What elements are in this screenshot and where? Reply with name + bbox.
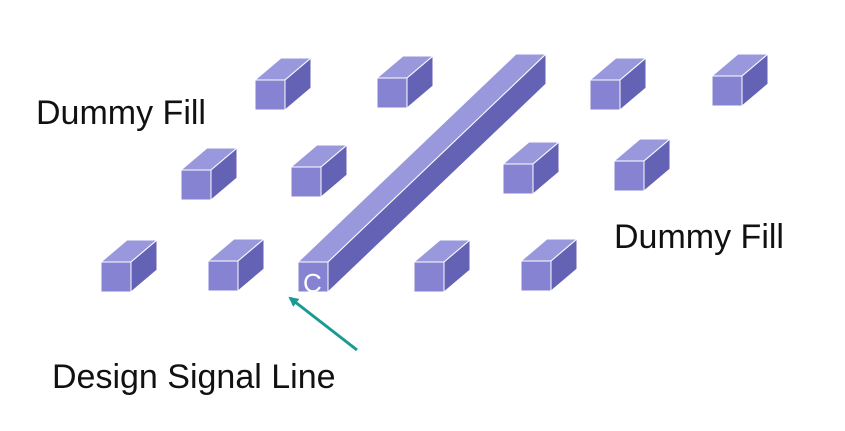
block-front-face xyxy=(502,163,534,195)
dummy-fill-block xyxy=(589,57,647,111)
dummy-fill-block xyxy=(254,57,312,111)
dummy-fill-block xyxy=(520,238,578,292)
dummy-fill-label-left: Dummy Fill xyxy=(36,94,206,132)
block-front-face xyxy=(290,166,322,198)
dummy-fill-block xyxy=(711,53,769,107)
block-front-face xyxy=(520,260,552,292)
block-front-face xyxy=(180,169,212,201)
dummy-fill-blocks xyxy=(100,53,769,293)
dummy-fill-block xyxy=(613,138,671,192)
block-front-face xyxy=(100,261,132,293)
block-front-face xyxy=(207,260,239,292)
dummy-fill-label-right: Dummy Fill xyxy=(614,218,784,256)
signal-line-arrow xyxy=(288,296,358,352)
dummy-fill-block xyxy=(207,238,265,292)
design-signal-line-label: Design Signal Line xyxy=(52,358,336,396)
design-signal-line xyxy=(297,53,547,293)
dummy-fill-block xyxy=(180,147,238,201)
block-front-face xyxy=(376,77,408,109)
block-front-face xyxy=(589,79,621,111)
dummy-fill-block xyxy=(502,141,560,195)
dummy-fill-block xyxy=(376,55,434,109)
dummy-fill-block xyxy=(100,239,158,293)
block-front-face xyxy=(711,75,743,107)
block-front-face xyxy=(413,261,445,293)
signal-line-front-face xyxy=(297,261,329,293)
dummy-fill-block xyxy=(290,144,348,198)
block-front-face xyxy=(613,160,645,192)
dummy-fill-block xyxy=(413,239,471,293)
block-front-face xyxy=(254,79,286,111)
signal-line-marker: C xyxy=(303,268,322,298)
